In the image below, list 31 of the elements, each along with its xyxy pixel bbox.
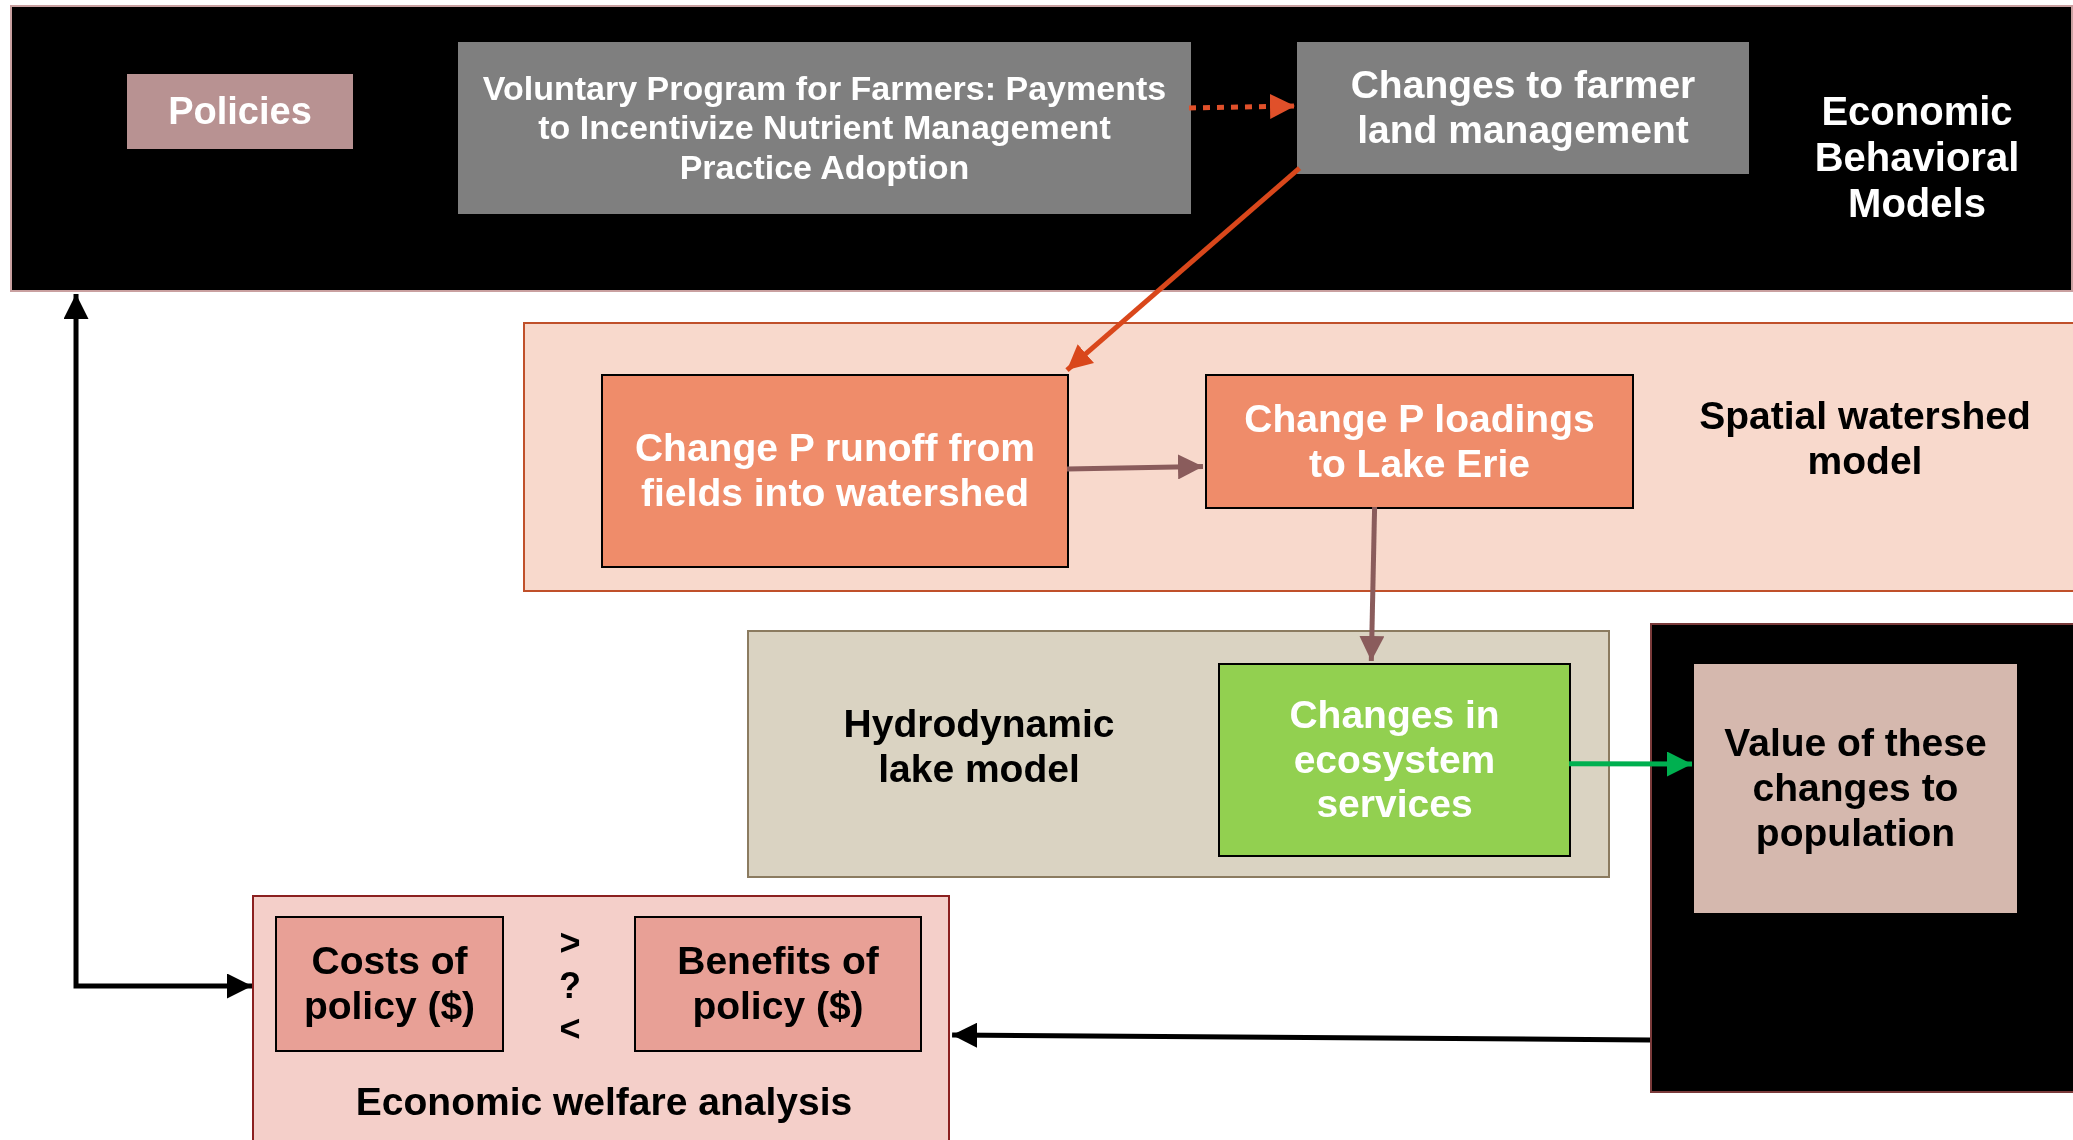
comparison-sign: > ? <	[558, 920, 582, 1052]
panel-title: Hydrodynamic lake model	[842, 701, 1116, 792]
box-label: Changes to farmer land management	[1349, 63, 1697, 153]
model-panel	[747, 630, 1610, 878]
panel-title: Economic welfare analysis	[354, 1078, 854, 1125]
box-label: Change P runoff from fields into watershed	[633, 426, 1037, 516]
process-box	[275, 916, 504, 1052]
process-box	[1205, 374, 1634, 509]
box-label: Value of these changes to population	[1723, 721, 1988, 856]
process-box	[1694, 664, 2017, 913]
arrow	[952, 1022, 1650, 1048]
arrow	[63, 294, 252, 999]
box-label: Changes in ecosystem services	[1288, 692, 1501, 828]
process-box	[458, 42, 1191, 214]
box-label: Change P loadings to Lake Erie	[1243, 396, 1596, 487]
model-panel	[1650, 623, 2073, 1093]
process-box	[601, 374, 1069, 568]
process-box	[634, 916, 922, 1052]
panel-title: Spatial watershed model	[1698, 393, 2032, 484]
model-panel	[252, 895, 950, 1140]
box-label: Costs of policy ($)	[302, 939, 477, 1029]
box-label: Voluntary Program for Farmers: Payments to Incentivize Nutrient Management Practice Adoption	[481, 69, 1168, 187]
box-label: Benefits of policy ($)	[676, 939, 880, 1029]
panel-title: Economic Behavioral Models	[1813, 88, 2021, 227]
process-box	[1218, 663, 1571, 857]
model-panel	[523, 322, 2073, 592]
arrow	[1065, 166, 1302, 372]
model-panel	[10, 5, 2073, 292]
process-box	[1297, 42, 1749, 174]
box-label: Policies	[168, 89, 312, 134]
process-box	[127, 74, 353, 149]
